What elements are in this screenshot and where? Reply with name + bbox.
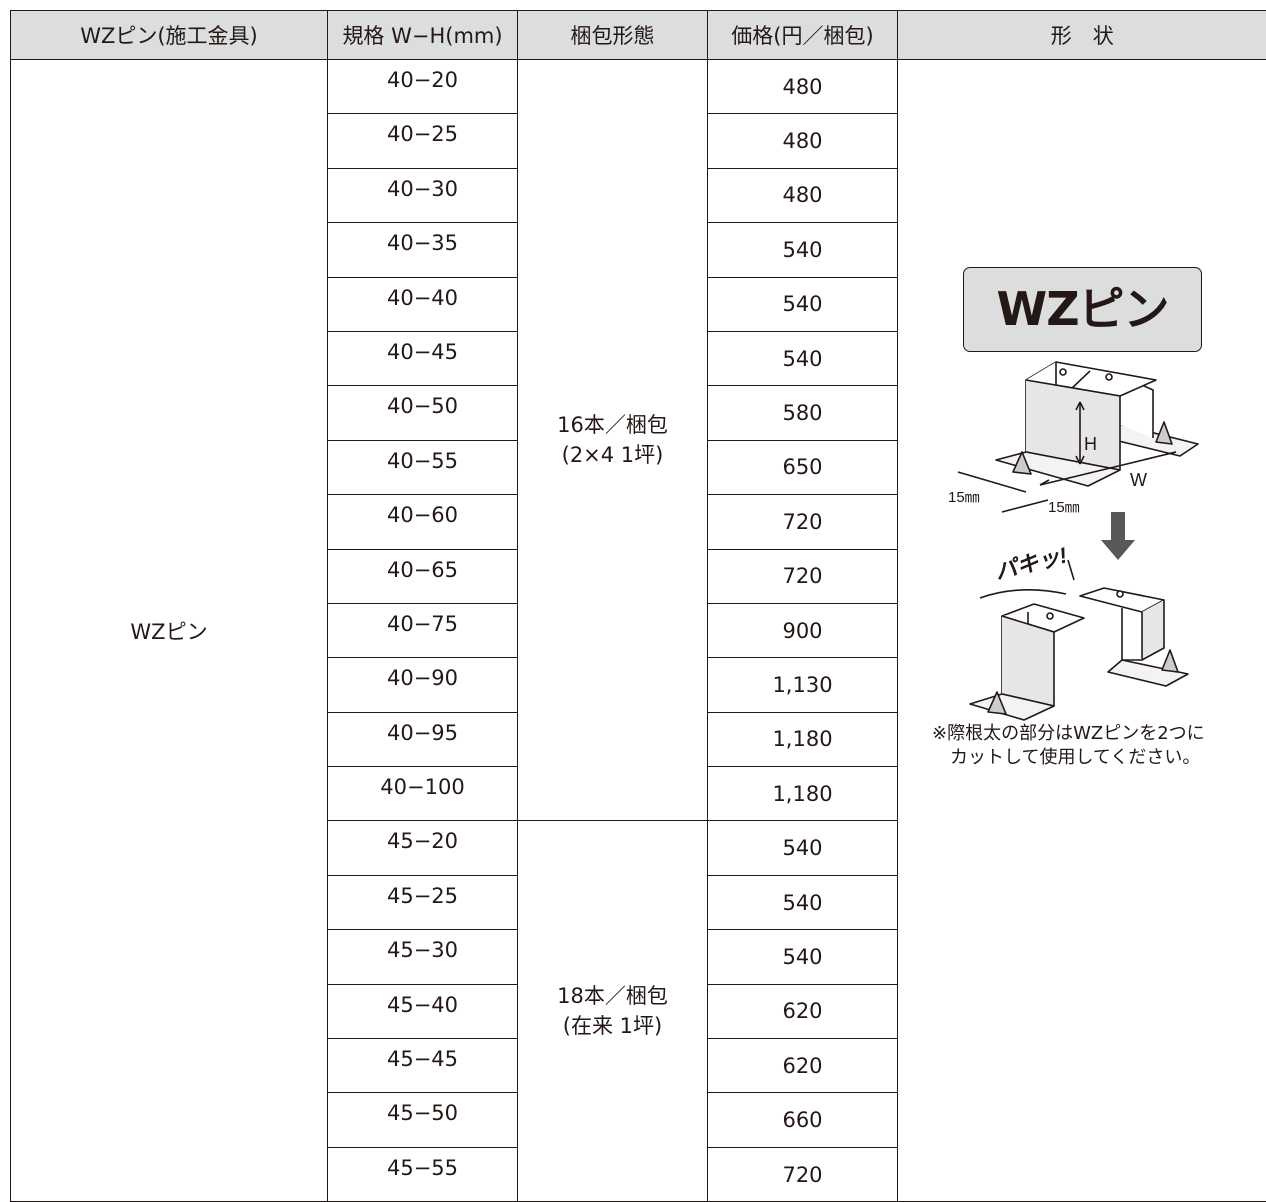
note-line: ※際根太の部分はWZピンを2つに xyxy=(932,722,1262,746)
price-cell: 720 xyxy=(708,1147,898,1201)
packaging-line: (在来 1坪) xyxy=(518,1011,707,1041)
price-cell: 620 xyxy=(708,984,898,1038)
price-cell: 720 xyxy=(708,495,898,549)
spike-icon xyxy=(1162,650,1178,672)
shape-cell: WZピン xyxy=(898,60,1266,1202)
price-cell: 1,130 xyxy=(708,658,898,712)
price-cell: 480 xyxy=(708,114,898,168)
size-cell: 40−25 xyxy=(328,114,518,168)
size-cell: 40−100 xyxy=(328,767,518,821)
packaging-line: 18本／梱包 xyxy=(518,981,707,1011)
dimension-w-label: W xyxy=(1130,470,1147,491)
size-cell: 40−30 xyxy=(328,168,518,222)
size-cell: 40−75 xyxy=(328,603,518,657)
price-cell: 540 xyxy=(708,277,898,331)
shape-illustration: WZピン xyxy=(898,60,1266,1023)
price-cell: 540 xyxy=(708,875,898,929)
size-cell: 40−55 xyxy=(328,440,518,494)
size-cell: 45−40 xyxy=(328,984,518,1038)
price-cell: 1,180 xyxy=(708,712,898,766)
bracket-diagram xyxy=(898,60,1266,780)
header-size: 規格 W−H(mm) xyxy=(328,11,518,60)
size-cell: 40−45 xyxy=(328,331,518,385)
header-shape: 形 状 xyxy=(898,11,1266,60)
dimension-15-right: 15㎜ xyxy=(1048,496,1080,517)
table-row: WZピン 40−20 16本／梱包 (2×4 1坪) 480 WZピン xyxy=(11,60,1266,114)
packaging-line: (2×4 1坪) xyxy=(518,440,707,470)
size-cell: 40−95 xyxy=(328,712,518,766)
price-cell: 540 xyxy=(708,331,898,385)
note-line: カットして使用してください。 xyxy=(932,746,1262,770)
size-cell: 45−55 xyxy=(328,1147,518,1201)
header-product: WZピン(施工金具) xyxy=(11,11,328,60)
size-cell: 40−40 xyxy=(328,277,518,331)
dimension-15-left: 15㎜ xyxy=(948,486,980,507)
price-cell: 720 xyxy=(708,549,898,603)
header-price: 価格(円／梱包) xyxy=(708,11,898,60)
price-cell: 540 xyxy=(708,821,898,875)
size-cell: 45−25 xyxy=(328,875,518,929)
packaging-line: 16本／梱包 xyxy=(518,410,707,440)
dimension-h-label: H xyxy=(1084,434,1097,455)
size-cell: 40−60 xyxy=(328,495,518,549)
size-cell: 45−45 xyxy=(328,1039,518,1093)
price-cell: 480 xyxy=(708,60,898,114)
size-cell: 45−30 xyxy=(328,930,518,984)
size-cell: 40−90 xyxy=(328,658,518,712)
size-cell: 45−20 xyxy=(328,821,518,875)
price-cell: 1,180 xyxy=(708,767,898,821)
size-cell: 40−20 xyxy=(328,60,518,114)
header-packaging: 梱包形態 xyxy=(518,11,708,60)
price-cell: 620 xyxy=(708,1039,898,1093)
size-cell: 40−35 xyxy=(328,223,518,277)
price-cell: 480 xyxy=(708,168,898,222)
usage-note: ※際根太の部分はWZピンを2つに カットして使用してください。 xyxy=(932,722,1262,770)
price-table: WZピン(施工金具) 規格 W−H(mm) 梱包形態 価格(円／梱包) 形 状 … xyxy=(10,10,1266,1202)
spike-icon xyxy=(1156,422,1172,444)
header-row: WZピン(施工金具) 規格 W−H(mm) 梱包形態 価格(円／梱包) 形 状 xyxy=(11,11,1266,60)
product-name-cell: WZピン xyxy=(11,60,328,1202)
price-cell: 540 xyxy=(708,223,898,277)
price-cell: 650 xyxy=(708,440,898,494)
price-cell: 580 xyxy=(708,386,898,440)
price-cell: 540 xyxy=(708,930,898,984)
size-cell: 40−50 xyxy=(328,386,518,440)
down-arrow-icon xyxy=(1101,512,1135,560)
packaging-cell-16: 16本／梱包 (2×4 1坪) xyxy=(518,60,708,821)
size-cell: 45−50 xyxy=(328,1093,518,1147)
price-cell: 900 xyxy=(708,603,898,657)
packaging-cell-18: 18本／梱包 (在来 1坪) xyxy=(518,821,708,1202)
price-cell: 660 xyxy=(708,1093,898,1147)
size-cell: 40−65 xyxy=(328,549,518,603)
